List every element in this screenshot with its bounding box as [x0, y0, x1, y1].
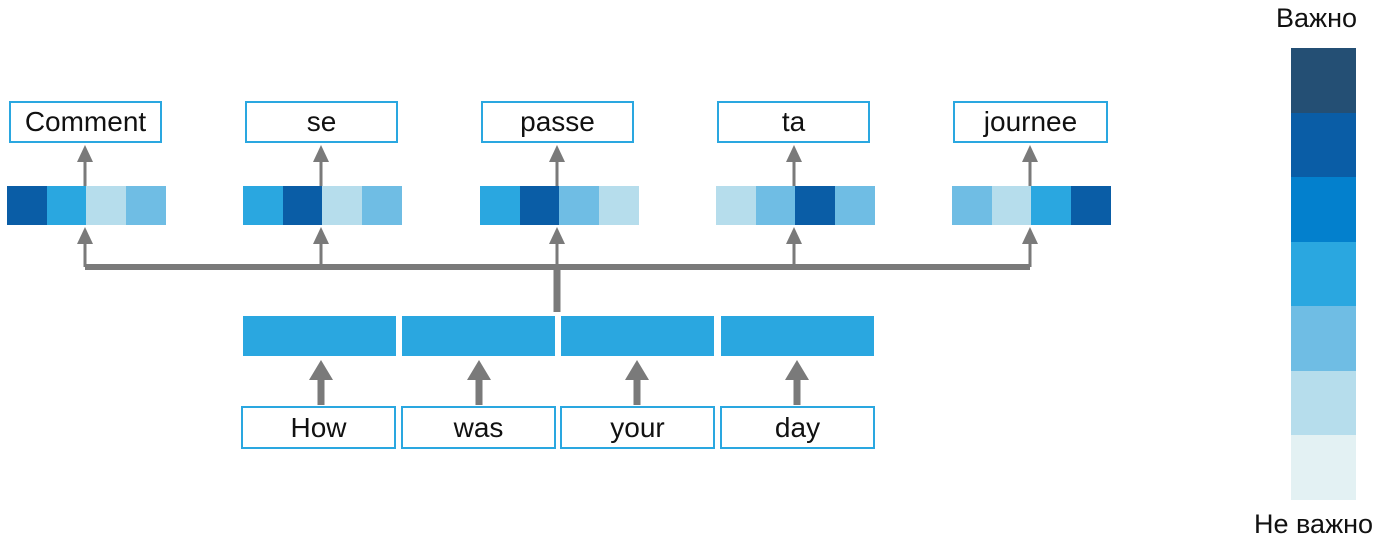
arrow-head-icon: [786, 145, 802, 162]
legend-swatch: [1291, 306, 1356, 372]
arrow-head-icon: [786, 227, 802, 244]
attention-weight-cell: [243, 186, 283, 225]
arrow-head-icon: [549, 227, 565, 244]
legend-swatch: [1291, 370, 1356, 436]
attention-weight-cell: [86, 186, 126, 225]
input-word-was: was: [401, 406, 556, 449]
attention-weight-cell: [952, 186, 992, 225]
arrow-head-icon: [313, 227, 329, 244]
output-word-journee: journee: [953, 101, 1108, 143]
attention-weight-cell: [519, 186, 560, 225]
attention-weight-cell: [480, 186, 520, 225]
attention-weight-cell: [1070, 186, 1111, 225]
arrow-head-icon: [1022, 227, 1038, 244]
attention-weight-cell: [361, 186, 402, 225]
encoder-state-bar: [243, 316, 396, 356]
legend-top-label: Важно: [1276, 3, 1358, 33]
input-word-your: your: [560, 406, 715, 449]
output-word-passe: passe: [481, 101, 634, 143]
attention-weight-cell: [755, 186, 796, 225]
attention-weight-cell: [834, 186, 875, 225]
arrow-head-icon: [313, 145, 329, 162]
attention-weight-cell: [322, 186, 362, 225]
attention-weight-cell: [125, 186, 166, 225]
output-word-comment: Comment: [9, 101, 162, 143]
arrow-head-icon: [549, 145, 565, 162]
attention-weight-cell: [1031, 186, 1071, 225]
arrow-head-icon: [77, 227, 93, 244]
legend-swatch: [1291, 177, 1356, 243]
encoder-state-bar: [561, 316, 714, 356]
attention-weight-cell: [282, 186, 323, 225]
arrow-head-icon: [1022, 145, 1038, 162]
attention-weight-cell: [7, 186, 47, 225]
attention-weight-cell: [795, 186, 835, 225]
input-word-how: How: [241, 406, 396, 449]
encoder-state-bar: [721, 316, 874, 356]
legend-swatch: [1291, 435, 1356, 501]
input-word-day: day: [720, 406, 875, 449]
output-word-ta: ta: [717, 101, 870, 143]
attention-weight-cell: [559, 186, 599, 225]
encoder-state-bar: [402, 316, 555, 356]
arrow-up-icon: [785, 360, 809, 380]
legend-swatch: [1291, 48, 1356, 114]
arrow-head-icon: [77, 145, 93, 162]
attention-weight-cell: [716, 186, 756, 225]
legend-bottom-label: Не важно: [1254, 509, 1374, 539]
output-word-se: se: [245, 101, 398, 143]
arrow-up-icon: [309, 360, 333, 380]
legend-swatch: [1291, 241, 1356, 307]
attention-weight-cell: [598, 186, 639, 225]
attention-weight-cell: [991, 186, 1032, 225]
arrow-up-icon: [467, 360, 491, 380]
arrow-up-icon: [625, 360, 649, 380]
legend-swatch: [1291, 112, 1356, 178]
attention-weight-cell: [46, 186, 87, 225]
